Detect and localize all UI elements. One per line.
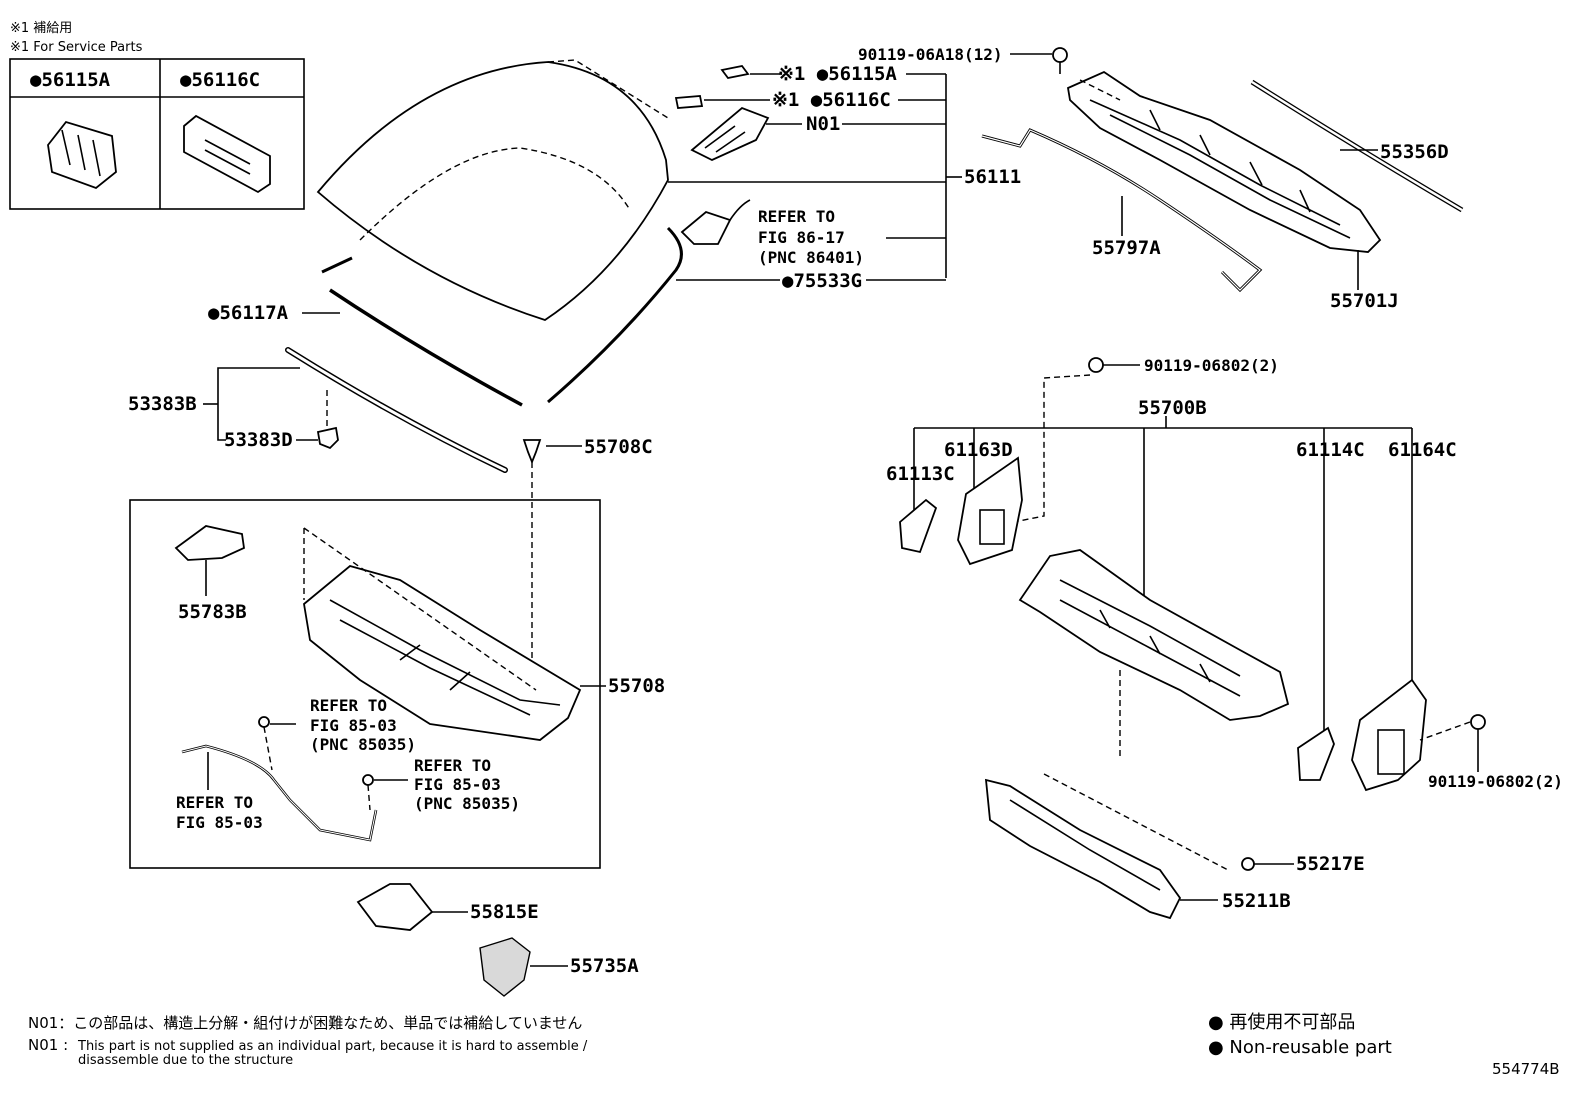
label-56116C: ※1 ●56116C <box>772 89 891 111</box>
label-56115A: ※1 ●56115A <box>778 63 897 85</box>
label-56111: 56111 <box>964 166 1021 188</box>
dash-panel-55700B <box>1018 549 1290 760</box>
service-box-56116C: ●56116C <box>180 69 260 91</box>
label-53383D: 53383D <box>224 429 293 451</box>
clip-55708C <box>522 439 582 700</box>
label-90119-06802-right: 90119-06802(2) <box>1428 772 1563 791</box>
label-refer-86-line3: (PNC 86401) <box>758 248 864 267</box>
leader-lines-55700B <box>913 416 1413 740</box>
washer-hose <box>181 716 408 842</box>
bolt-90119-06A18 <box>1010 47 1068 74</box>
service-parts-box <box>9 58 305 210</box>
footnote-en-line2: disassemble due to the structure <box>78 1053 293 1068</box>
label-90119-06A18: 90119-06A18(12) <box>858 45 1003 64</box>
bracket-61113C <box>899 498 938 554</box>
label-55701J: 55701J <box>1330 290 1399 312</box>
bolt-90119-06802-right <box>1419 714 1486 772</box>
cowl-panel-55701J <box>1066 70 1382 253</box>
bracket-N01 <box>690 106 770 161</box>
label-90119-06802-top: 90119-06802(2) <box>1144 356 1279 375</box>
sensor-86401 <box>680 199 751 245</box>
label-55783B: 55783B <box>178 601 247 623</box>
louver-group-box <box>129 499 601 869</box>
cable-55797A <box>981 128 1263 293</box>
bracket-56116C-drawing <box>183 114 271 194</box>
label-refer-85a-line1: REFER TO <box>310 696 387 715</box>
bracket-55815E <box>356 883 468 931</box>
legend-jp: ● 再使用不可部品 <box>1208 1012 1355 1033</box>
label-61164C: 61164C <box>1388 439 1457 461</box>
label-55217E: 55217E <box>1296 853 1365 875</box>
label-61113C: 61113C <box>886 463 955 485</box>
label-61114C: 61114C <box>1296 439 1365 461</box>
weatherstrip-53383B <box>285 347 508 473</box>
footnote-en-line1: This part is not supplied as an individu… <box>77 1039 588 1054</box>
part-56115A-icon <box>720 65 750 79</box>
footnote-jp: N01：この部品は、構造上分解・組付けが困難なため、単品では補給していません <box>28 1014 582 1032</box>
service-box-56115A: ●56115A <box>30 69 111 91</box>
part-56116C-icon <box>674 95 704 109</box>
label-55700B: 55700B <box>1138 397 1207 419</box>
label-61163D: 61163D <box>944 439 1013 461</box>
label-refer-85c-line1: REFER TO <box>176 793 253 812</box>
footnote-en-prefix: N01 : <box>28 1036 68 1054</box>
service-note-jp: ※1 補給用 <box>10 21 72 36</box>
bracket-55783B <box>174 525 245 596</box>
clip-55217E <box>1241 857 1294 871</box>
service-note-en: ※1 For Service Parts <box>10 40 143 55</box>
windshield-glass-56111 <box>316 59 669 321</box>
pillar-61164C <box>1351 678 1427 792</box>
dam-75533G <box>547 226 683 404</box>
figure-id: 554774B <box>1492 1060 1560 1078</box>
clip-56115A-drawing <box>47 120 117 190</box>
label-75533G: ●75533G <box>782 270 862 292</box>
label-55735A: 55735A <box>570 955 639 977</box>
label-refer-85b-line3: (PNC 85035) <box>414 794 520 813</box>
label-55815E: 55815E <box>470 901 539 923</box>
clip-53383D <box>316 390 339 450</box>
bracket-55735A <box>479 937 568 997</box>
cowl-louver-55708 <box>303 527 606 741</box>
label-refer-86-line1: REFER TO <box>758 207 835 226</box>
leader-lines-glass <box>302 73 962 314</box>
label-refer-86-line2: FIG 86-17 <box>758 228 845 247</box>
label-53383B: 53383B <box>128 393 197 415</box>
label-refer-85b-line2: FIG 85-03 <box>414 775 501 794</box>
label-55211B: 55211B <box>1222 890 1291 912</box>
leader-lines-53383 <box>203 367 318 441</box>
legend-en: ● Non-reusable part <box>1208 1037 1392 1058</box>
molding-56117A <box>321 256 523 407</box>
label-refer-85b-line1: REFER TO <box>414 756 491 775</box>
label-55708C: 55708C <box>584 436 653 458</box>
seal-55356D <box>1250 79 1464 213</box>
label-55708: 55708 <box>608 675 665 697</box>
bracket-61114C <box>1297 726 1335 781</box>
label-55797A: 55797A <box>1092 237 1161 259</box>
label-refer-85a-line3: (PNC 85035) <box>310 735 416 754</box>
label-N01: N01 <box>806 113 840 135</box>
cowl-side-55211B <box>984 773 1229 920</box>
label-56117A: ●56117A <box>208 302 289 324</box>
label-55356D: 55356D <box>1380 141 1449 163</box>
pillar-61163D <box>957 456 1023 566</box>
bolt-90119-06802-top <box>1003 357 1140 525</box>
label-refer-85c-line2: FIG 85-03 <box>176 813 263 832</box>
label-refer-85a-line2: FIG 85-03 <box>310 716 397 735</box>
